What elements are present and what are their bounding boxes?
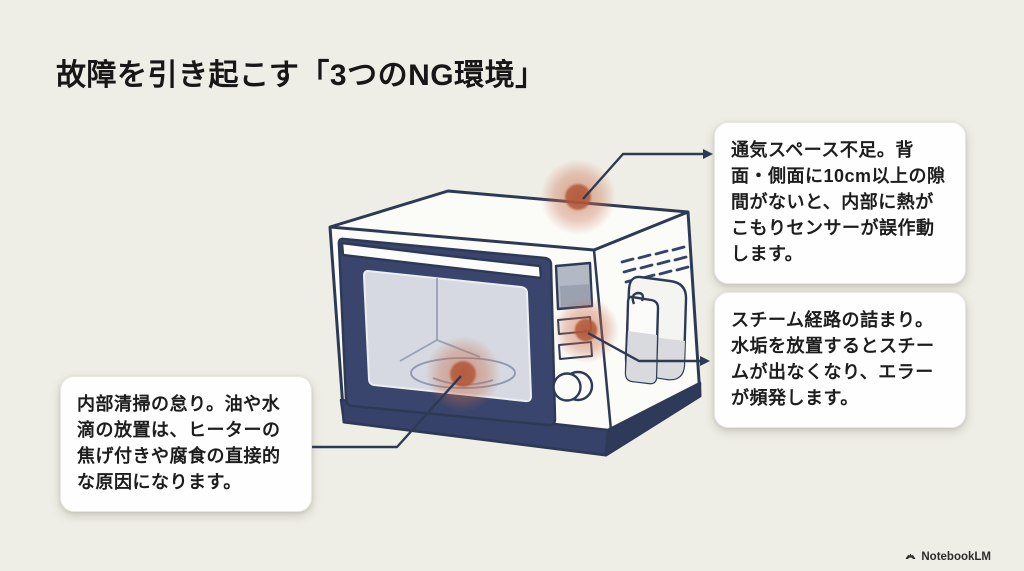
hotspot-control-panel-steam-area	[553, 297, 619, 363]
door-handle	[340, 241, 543, 280]
notebooklm-logo-icon	[905, 553, 916, 559]
callout-text: スチーム経路の詰まり。水垢を放置するとスチームが出なくなり、エラーが頻発します。	[731, 310, 935, 408]
notebooklm-watermark: NotebookLM	[904, 550, 991, 563]
tank-hook	[631, 291, 645, 305]
callout-interior-cleaning-neglect: 内部清掃の怠り。油や水滴の放置は、ヒーターの焦げ付きや腐食の直接的な原因になりま…	[60, 376, 312, 512]
control-dial	[552, 372, 582, 402]
arrow-to-cleaning-callout	[312, 375, 462, 449]
hotspot-cavity-turntable-area	[425, 336, 501, 412]
oven-door	[337, 237, 557, 427]
hotspot-top-rear-vent-area	[540, 159, 616, 235]
callout-text: 内部清掃の怠り。油や水滴の放置は、ヒーターの焦げ付きや腐食の直接的な原因になりま…	[77, 394, 281, 492]
leader-arrows	[312, 149, 713, 449]
watermark-label: NotebookLM	[921, 550, 991, 563]
water-tank	[624, 275, 688, 385]
callout-ventilation-shortage: 通気スペース不足。背面・側面に10cm以上の隙間がないと、内部に熱がこもりセンサ…	[714, 122, 966, 284]
side-vents	[620, 245, 690, 284]
arrow-to-steam-callout	[587, 331, 710, 366]
arrow-to-ventilation-callout	[582, 149, 713, 200]
page-title: 故障を引き起こす「3つのNG環境」	[56, 59, 546, 92]
callout-steam-path-clog: スチーム経路の詰まり。水垢を放置するとスチームが出なくなり、エラーが頻発します。	[714, 292, 966, 428]
callout-text: 通気スペース不足。背面・側面に10cm以上の隙間がないと、内部に熱がこもりセンサ…	[731, 140, 946, 264]
